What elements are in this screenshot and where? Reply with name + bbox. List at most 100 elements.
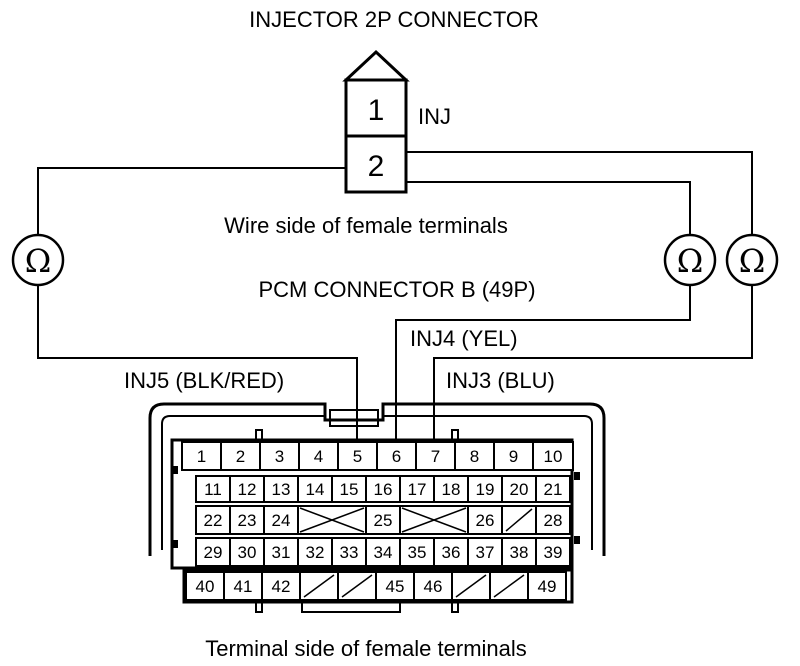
pcm-terminal: 46 [413, 571, 453, 601]
pcm-terminal-number: 40 [196, 577, 215, 596]
pcm-terminal: 17 [399, 475, 435, 503]
pcm-terminal: 2 [220, 441, 261, 471]
pcm-terminal-number: 11 [204, 480, 222, 499]
pcm-terminal: 37 [467, 537, 503, 567]
pcm-blank-cavity [451, 571, 491, 601]
pcm-terminal: 45 [375, 571, 415, 601]
pcm-blank-cavity [399, 505, 469, 535]
pcm-terminal: 32 [297, 537, 333, 567]
pcm-terminal: 22 [195, 505, 231, 535]
inj-label: INJ [418, 104, 451, 129]
pcm-terminal-number: 7 [431, 447, 440, 466]
pcm-terminal-number: 4 [314, 447, 323, 466]
pcm-terminal-number: 21 [544, 480, 563, 499]
pcm-blank-cavity [489, 571, 529, 601]
pcm-terminal-number: 38 [510, 543, 529, 562]
pcm-terminal: 10 [532, 441, 574, 471]
ohmmeter-left: Ω [11, 233, 65, 287]
pcm-terminal: 21 [535, 475, 571, 503]
pcm-terminal: 3 [259, 441, 300, 471]
pcm-terminal: 31 [263, 537, 299, 567]
pcm-blank-cavity [297, 505, 367, 535]
pcm-terminal-number: 9 [509, 447, 518, 466]
pcm-terminal: 34 [365, 537, 401, 567]
ohmmeter-middle: Ω [663, 233, 717, 287]
pcm-terminal-number: 30 [238, 543, 257, 562]
pcm-terminal-number: 45 [386, 577, 405, 596]
pcm-terminal-number: 8 [470, 447, 479, 466]
pcm-terminal-number: 18 [442, 480, 461, 499]
pcm-terminal: 4 [298, 441, 339, 471]
wires [37, 151, 753, 440]
pcm-terminal-number: 49 [538, 577, 557, 596]
pcm-connector-title: PCM CONNECTOR B (49P) [258, 277, 535, 302]
pcm-terminal-number: 10 [544, 447, 563, 466]
pcm-terminal-number: 20 [510, 480, 529, 499]
pcm-terminal: 42 [261, 571, 301, 601]
pcm-terminal: 28 [535, 505, 571, 535]
pcm-terminal: 9 [493, 441, 534, 471]
pcm-terminal-number: 36 [442, 543, 461, 562]
pcm-terminal-number: 15 [340, 480, 359, 499]
injector-terminal-2: 2 [368, 150, 385, 183]
ohm-icon: Ω [739, 242, 766, 280]
pcm-terminal: 36 [433, 537, 469, 567]
pcm-terminal-number: 23 [238, 511, 257, 530]
pcm-terminal: 14 [297, 475, 333, 503]
pcm-terminal-number: 42 [272, 577, 291, 596]
ohmmeter-right: Ω [725, 233, 779, 287]
pcm-terminal-number: 5 [353, 447, 362, 466]
pcm-terminal-number: 19 [476, 480, 495, 499]
pcm-terminal-number: 26 [476, 511, 495, 530]
pcm-blank-cavity [337, 571, 377, 601]
pcm-terminal: 29 [195, 537, 231, 567]
pcm-terminal-number: 31 [272, 543, 291, 562]
injector-terminal-1: 1 [368, 94, 385, 127]
pcm-terminal-number: 17 [408, 480, 427, 499]
injector-2p-connector: 1 2 [342, 49, 410, 194]
pcm-terminal: 6 [376, 441, 417, 471]
pcm-terminal-number: 16 [374, 480, 393, 499]
pcm-terminal: 1 [181, 441, 222, 471]
pcm-terminal: 8 [454, 441, 495, 471]
pcm-terminal: 19 [467, 475, 503, 503]
pcm-terminal-number: 28 [544, 511, 563, 530]
pcm-terminal-number: 46 [424, 577, 443, 596]
pcm-terminal-number: 1 [197, 447, 206, 466]
ohm-icon: Ω [25, 242, 52, 280]
pcm-terminal-number: 22 [204, 511, 223, 530]
pcm-terminal-number: 33 [340, 543, 359, 562]
pcm-terminal: 23 [229, 505, 265, 535]
inj4-label: INJ4 (YEL) [410, 326, 518, 351]
pcm-blank-cavity [501, 505, 537, 535]
inj5-label: INJ5 (BLK/RED) [124, 368, 284, 393]
pcm-terminal-number: 39 [544, 543, 563, 562]
pcm-blank-cavity [299, 571, 339, 601]
pcm-terminal-number: 2 [236, 447, 245, 466]
pcm-terminal-number: 34 [374, 543, 393, 562]
pcm-terminal: 20 [501, 475, 537, 503]
pcm-terminal: 49 [527, 571, 567, 601]
pcm-terminal: 40 [185, 571, 225, 601]
pcm-terminal: 38 [501, 537, 537, 567]
pcm-terminal-number: 37 [476, 543, 495, 562]
pcm-terminal-number: 25 [374, 511, 393, 530]
pcm-terminal: 25 [365, 505, 401, 535]
pcm-terminal: 33 [331, 537, 367, 567]
terminal-side-label: Terminal side of female terminals [205, 636, 527, 661]
pcm-terminal-number: 14 [306, 480, 325, 499]
pcm-terminal: 5 [337, 441, 378, 471]
pcm-terminal: 39 [535, 537, 571, 567]
pcm-terminal-number: 29 [204, 543, 223, 562]
inj3-label: INJ3 (BLU) [446, 368, 555, 393]
pcm-terminal: 11 [195, 475, 231, 503]
pcm-terminal-number: 32 [306, 543, 325, 562]
pcm-terminal: 30 [229, 537, 265, 567]
pcm-terminal: 41 [223, 571, 263, 601]
pcm-terminal-number: 12 [238, 480, 257, 499]
pcm-terminal: 24 [263, 505, 299, 535]
pcm-terminal-number: 13 [272, 480, 291, 499]
pcm-terminal-number: 6 [392, 447, 401, 466]
